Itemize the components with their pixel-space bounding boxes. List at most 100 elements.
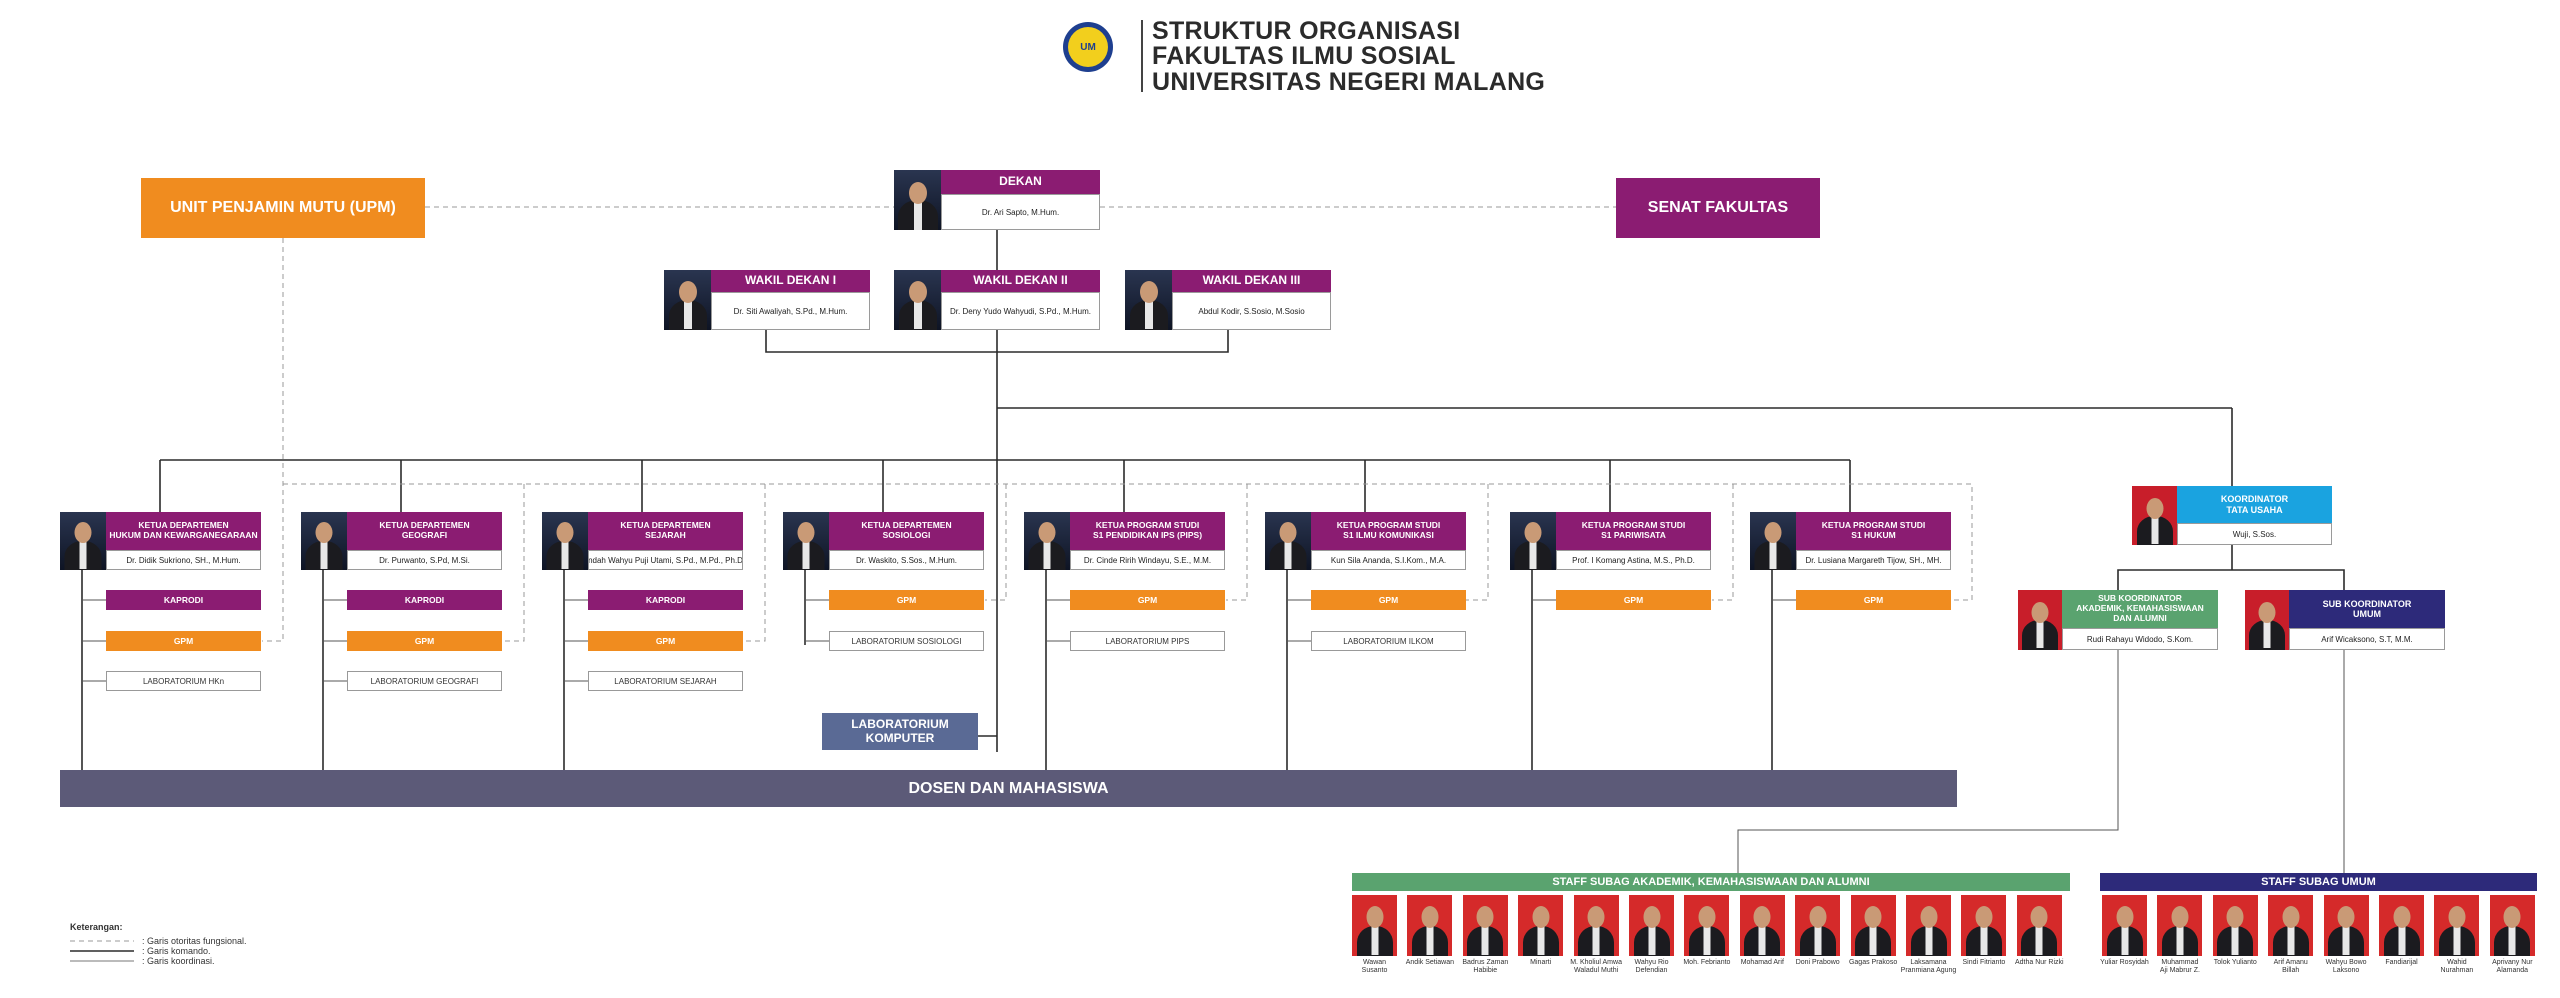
title-line3: UNIVERSITAS NEGERI MALANG	[1152, 68, 1546, 96]
staff-akademik-name-8: Mohamad Arif	[1740, 959, 1784, 966]
lab-box-3: LABORATORIUM SEJARAH	[588, 671, 743, 691]
staff-umum-name-7: Wahid Nurahman	[2440, 959, 2474, 974]
person-shirt	[2453, 926, 2461, 955]
sub-umum-name: Arif Wicaksono, S.T, M.M.	[2289, 628, 2445, 650]
person-head	[1920, 906, 1937, 928]
sub-umum-photo	[2245, 590, 2289, 650]
gpm-box-5: GPM	[1070, 590, 1225, 610]
dept-head-name-8: Dr. Lusiana Margareth Tijow, SH., MH.	[1796, 550, 1951, 570]
staff-umum-name-3: Tolok Yulianto	[2213, 959, 2257, 966]
staff-akademik-name-4: Minarti	[1530, 959, 1552, 966]
staff-umum-photo-1	[2102, 895, 2147, 956]
lab-komputer-box: LABORATORIUM KOMPUTER	[822, 713, 978, 750]
person-head	[1643, 906, 1660, 928]
staff-akademik-photo-4	[1518, 895, 1564, 956]
person-head	[2282, 906, 2300, 928]
wakil-dekan-photo-1	[664, 270, 711, 330]
person-shirt	[1529, 541, 1537, 569]
person-shirt	[2508, 926, 2516, 955]
staff-akademik-photo-8	[1739, 895, 1785, 956]
person-shirt	[913, 300, 922, 329]
person-shirt	[2176, 926, 2184, 955]
person-head	[2171, 906, 2189, 928]
person-head	[1532, 906, 1550, 928]
wakil-dekan-name-1: Dr. Siti Awaliyah, S.Pd., M.Hum.	[711, 292, 870, 330]
logo-text: UM	[1080, 41, 1096, 53]
staff-akademik-photo-7	[1684, 895, 1730, 956]
person-head	[1279, 522, 1297, 543]
dept-photo-7	[1510, 512, 1556, 570]
person-shirt	[683, 300, 692, 329]
dept-title-8: KETUA PROGRAM STUDI S1 HUKUM	[1796, 512, 1951, 550]
dept-title-4: KETUA DEPARTEMEN SOSIOLOGI	[829, 512, 984, 550]
staff-umum-photo-2	[2157, 895, 2203, 956]
person-head	[797, 522, 815, 543]
dept-title-3: KETUA DEPARTEMEN SEJARAH	[588, 512, 743, 550]
dekan-photo	[894, 170, 941, 230]
ktu-name: Wuji, S.Sos.	[2177, 523, 2332, 545]
wakil-dekan-title-1: WAKIL DEKAN I	[711, 270, 870, 292]
upm-box: UNIT PENJAMIN MUTU (UPM)	[141, 178, 425, 238]
staff-akademik-photo-12	[1961, 895, 2007, 956]
person-head	[74, 522, 92, 543]
staff-akademik-name-9: Doni Prabowo	[1795, 959, 1840, 966]
lab-box-4: LABORATORIUM SOSIOLOGI	[829, 631, 984, 651]
person-shirt	[1703, 926, 1711, 955]
dept-photo-1	[60, 512, 106, 570]
person-head	[1764, 522, 1782, 543]
gpm-box-4: GPM	[829, 590, 984, 610]
person-shirt	[1758, 926, 1766, 955]
legend-command: : Garis komando.	[142, 946, 211, 956]
staff-umum-photo-4	[2268, 895, 2314, 956]
person-head	[2393, 906, 2410, 928]
staff-akademik-name-12: Sindi Fitrianto	[1962, 959, 2006, 966]
legend-title: Keterangan:	[70, 922, 123, 932]
gpm-box-1: GPM	[106, 631, 261, 651]
dept-head-name-6: Kun Sila Ananda, S.I.Kom., M.A.	[1311, 550, 1466, 570]
person-shirt	[1426, 926, 1434, 955]
staff-umum-name-5: Wahyu Bowo Laksono	[2325, 959, 2367, 974]
dept-photo-2	[301, 512, 347, 570]
person-head	[1366, 906, 1383, 928]
dept-head-name-4: Dr. Waskito, S.Sos., M.Hum.	[829, 550, 984, 570]
staff-umum-photo-5	[2323, 895, 2369, 956]
person-shirt	[1592, 926, 1600, 955]
dosen-mahasiswa-bar: DOSEN DAN MAHASISWA	[60, 770, 1957, 807]
person-head	[1421, 906, 1439, 928]
dept-head-name-3: Indah Wahyu Puji Utami, S.Pd., M.Pd., Ph…	[588, 550, 743, 570]
dept-head-name-7: Prof. I Komang Astina, M.S., Ph.D.	[1556, 550, 1711, 570]
person-head	[908, 281, 927, 303]
person-shirt	[2231, 926, 2239, 955]
person-shirt	[1537, 926, 1545, 955]
sub-akademik-title: SUB KOORDINATOR AKADEMIK, KEMAHASISWAAN …	[2062, 590, 2218, 628]
sub-akademik-photo	[2018, 590, 2062, 650]
dekan-title: DEKAN	[941, 170, 1100, 194]
staff-akademik-photo-5	[1573, 895, 1619, 956]
staff-akademik-title: STAFF SUBAG AKADEMIK, KEMAHASISWAAN DAN …	[1352, 873, 2070, 891]
staff-akademik-photo-11	[1906, 895, 1951, 956]
person-shirt	[2121, 926, 2128, 955]
staff-umum-name-2: Muhammad Aji Mabrur Z.	[2159, 959, 2200, 974]
person-shirt	[79, 541, 87, 569]
kaprodi-box-1: KAPRODI	[106, 590, 261, 610]
dept-title-2: KETUA DEPARTEMEN GEOGRAFI	[347, 512, 502, 550]
person-shirt	[1769, 541, 1777, 569]
person-shirt	[2287, 926, 2295, 955]
person-shirt	[1980, 926, 1988, 955]
dept-photo-3	[542, 512, 588, 570]
wakil-dekan-photo-2	[894, 270, 941, 330]
person-shirt	[1144, 300, 1153, 329]
staff-akademik-photo-2	[1407, 895, 1453, 956]
person-shirt	[1925, 926, 1932, 955]
staff-akademik-name-1: Wawan Susanto	[1361, 959, 1388, 974]
person-shirt	[1648, 926, 1655, 955]
person-shirt	[2342, 926, 2350, 955]
kaprodi-box-2: KAPRODI	[347, 590, 502, 610]
dept-photo-6	[1265, 512, 1311, 570]
staff-akademik-name-7: Moh. Febrianto	[1683, 959, 1731, 966]
person-shirt	[2035, 926, 2043, 955]
wakil-dekan-title-3: WAKIL DEKAN III	[1172, 270, 1331, 292]
lab-box-5: LABORATORIUM PIPS	[1070, 631, 1225, 651]
staff-umum-photo-8	[2489, 895, 2535, 956]
person-head	[1809, 906, 1827, 928]
